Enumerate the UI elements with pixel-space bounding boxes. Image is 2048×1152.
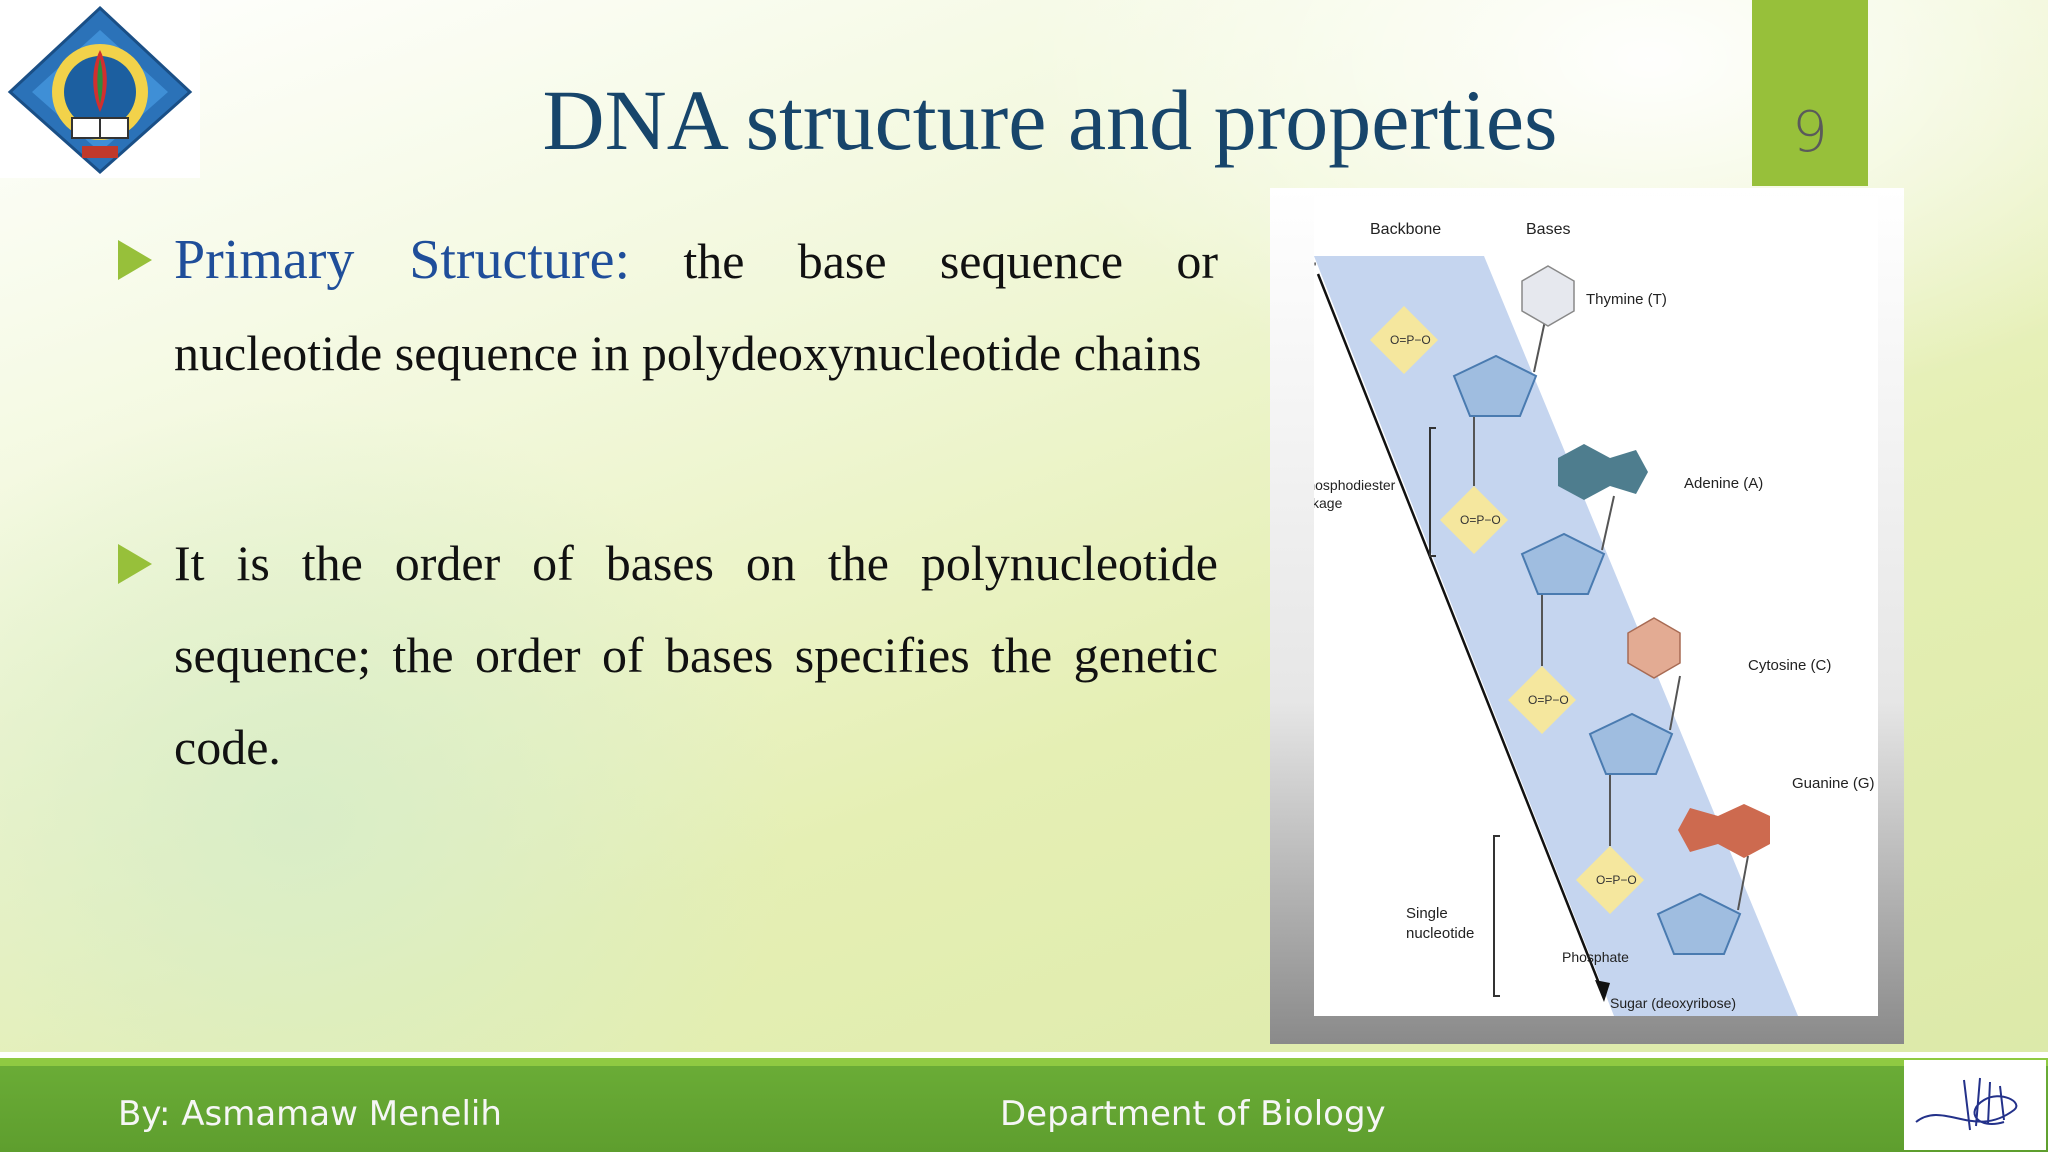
phosphate-label: Phosphate: [1562, 949, 1629, 965]
adenine-label: Adenine (A): [1684, 475, 1763, 492]
svg-text:O=P−O: O=P−O: [1528, 693, 1569, 707]
primary-structure-keyword: Primary Structure:: [174, 229, 631, 291]
svg-text:O=P−O: O=P−O: [1596, 873, 1637, 887]
footer-bar: By: Asmamaw Menelih Department of Biolog…: [0, 1058, 2048, 1152]
footer-divider: [0, 1052, 2048, 1058]
sugar-ring-2: [1520, 532, 1606, 595]
adenine-ring-b: [1610, 450, 1648, 494]
university-logo: [0, 0, 200, 178]
single-nucleotide-line2: nucleotide: [1406, 925, 1474, 942]
five-prime-label: 5': [1314, 259, 1316, 275]
phosphate-group-3: [1508, 666, 1576, 734]
cytosine-ring: [1627, 617, 1681, 679]
sugar-label: Sugar (deoxyribose): [1610, 995, 1736, 1011]
phosphate-group-1: [1370, 306, 1438, 374]
adenine-ring-a: [1558, 444, 1610, 500]
guanine-ring-b: [1678, 808, 1718, 852]
footer-author: By: Asmamaw Menelih: [118, 1094, 502, 1134]
primary-structure-text: the base sequence or nucleotide sequence…: [174, 233, 1218, 381]
slide-number-tab: 9: [1752, 0, 1868, 186]
bullet-primary-structure: Primary Structure: the base sequence or …: [174, 214, 1218, 399]
sugar-ring-3: [1588, 712, 1674, 775]
thymine-label: Thymine (T): [1586, 291, 1667, 308]
svg-text:O=P−O: O=P−O: [1390, 333, 1431, 347]
backbone-label: Backbone: [1370, 221, 1441, 238]
strand-direction-arrow: [1316, 273, 1606, 997]
phosphodiester-label-line1: Phosphodiester: [1314, 477, 1396, 493]
figure-panel: Backbone Bases 5' 3' O=P−O Thymine (T) O…: [1298, 196, 1878, 1029]
sugar-ring-1: [1452, 354, 1538, 417]
guanine-ring-a: [1718, 804, 1770, 858]
cytosine-label: Cytosine (C): [1748, 657, 1831, 674]
single-nucleotide-line1: Single: [1406, 905, 1448, 922]
phosphate-group-4: [1576, 846, 1644, 914]
slide-title: DNA structure and properties: [542, 72, 1558, 168]
order-of-bases-text: It is the order of bases on the polynucl…: [174, 535, 1218, 775]
backbone-band: [1314, 256, 1798, 1016]
slide-number: 9: [1792, 100, 1828, 165]
dna-structure-figure: Backbone Bases 5' 3' O=P−O Thymine (T) O…: [1270, 188, 1904, 1044]
sugar-ring-4: [1656, 892, 1742, 955]
phosphate-group-2: [1440, 486, 1508, 554]
bullet-arrow-icon: [118, 240, 152, 280]
bases-label: Bases: [1526, 221, 1570, 238]
signature-image: [1904, 1060, 2046, 1150]
three-prime-label: 3': [1596, 1013, 1606, 1016]
thymine-ring: [1521, 265, 1575, 327]
bullet-arrow-icon: [118, 544, 152, 584]
svg-text:O=P−O: O=P−O: [1460, 513, 1501, 527]
footer-department: Department of Biology: [1000, 1094, 1386, 1134]
guanine-label: Guanine (G): [1792, 775, 1875, 792]
phosphodiester-label-line2: linkage: [1314, 495, 1343, 511]
bullet-order-of-bases: It is the order of bases on the polynucl…: [174, 517, 1218, 793]
